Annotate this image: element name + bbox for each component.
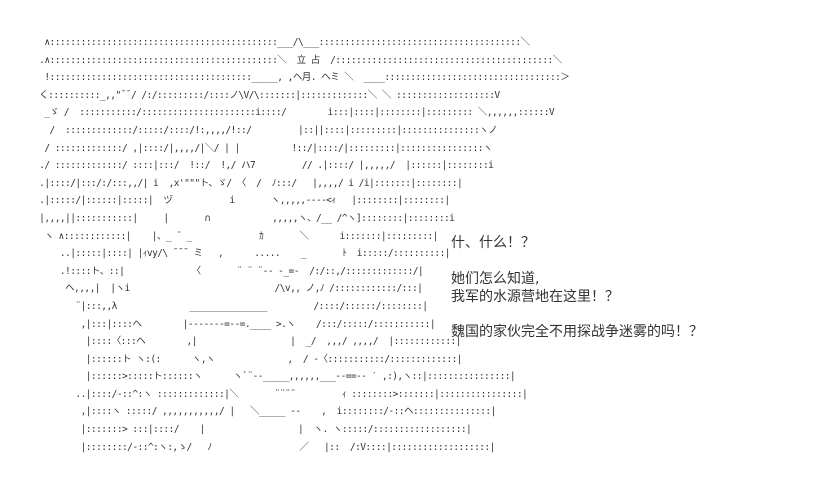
ascii-art-line: / :::::::::::::/:::::/::::/!:,,,,/!::/ |… — [34, 124, 498, 136]
ascii-art-line: ..|:::::|::::| |ｨvy/\ ¯¯¯ ミ , ..... _ ﾄ … — [34, 248, 451, 260]
ascii-art-line: ,|::::ヽ :::::/ ,,,,,,,,,,,/ | ＼_____ ‐‐ … — [34, 406, 497, 418]
ascii-art-line: .∧::::::::::::::::::::::::::::::::::::::… — [34, 54, 562, 66]
ascii-art-line: ヘ,,,,| |ヽi /\v,, ノ,ﾉ /::::::::::::/:::| — [34, 283, 423, 295]
ascii-art-line: |,,,,||:::::::::::| | ∩ ,,,,,ヽ、/__ /^ヽ]:… — [34, 212, 455, 224]
ascii-art-line: !:::::::::::::::::::::::::::::::::::::::… — [34, 72, 570, 84]
ascii-art-line: ヽ ∧::::::::::::| |、_ ¨ _ ｶ ＼ i:::::::|::… — [34, 230, 438, 242]
ascii-art-line: ,|:::|::::ヘ |‐‐‐‐‐‐‐=‐‐=.____ >.ヽ /:::/:… — [34, 318, 436, 330]
ascii-art-line: ¨|:::,,λ _______________ /::::/::::::/::… — [34, 300, 428, 312]
dialogue-line: 魏国的家伙完全不用探战争迷雾的吗！？ — [451, 324, 703, 340]
ascii-art-line: |::::::ト ヽ:(: ヽ,ヽ , / ‐〈:::::::::::/::::… — [34, 353, 463, 365]
ascii-art-line: _ゞ / :::::::::::/::::::::::::::::::::::i… — [34, 107, 555, 119]
dialogue-line: 她们怎么知道, — [451, 271, 540, 287]
ascii-art-line: ∧:::::::::::::::::::::::::::::::::::::::… — [34, 37, 530, 48]
ascii-art-line: .|:::::/|::::::|:::::| ヅ i ヽ,,,,,---‐<ｨ … — [34, 195, 450, 207]
dialogue-line: 什、什么！？ — [451, 235, 535, 251]
ascii-art-line: |:::::::> :::|::::/ | | ヽ. ヽ:::::/::::::… — [34, 424, 472, 436]
ascii-art-line: ./ :::::::::::::/ ::::|:::/ !::/ !,/ ハ7 … — [34, 160, 494, 172]
ascii-art-line: |::::::>:::::ト::::::ヽ ヽ`¨‐‐_____,,,,,,__… — [34, 371, 516, 383]
ascii-art-line: .|::::/|:::/:/:::,,/| i ,x'"""ト、ゞ/ 〈 / ﾉ… — [34, 177, 463, 189]
ascii-art-line: |::::〈:::ヘ ,| | _/ ,,,/ ,,,,/ |:::::::::… — [34, 336, 462, 348]
ascii-art-line: / :::::::::::::/ ,|::::/|,,,,/|＼/ | | !:… — [34, 142, 492, 154]
ascii-art-line: く::::::::::_,,"¯¯/ /:/:::::::::/::::ノ\V/… — [34, 89, 500, 101]
ascii-art-line: .!::::ト、::| 〈 ¨ ¨ ¨‐‐ -_=- /:/::,/::::::… — [34, 265, 424, 277]
ascii-art-line: |::::::::/‐::^:ヽ:,ゝ/ ﾉ ／ |:: /:V::::|:::… — [34, 441, 496, 453]
dialogue-line: 我军的水源营地在这里！？ — [451, 289, 619, 305]
ascii-art-line: ..|::::/‐::^:ヽ :::::::::::::|＼ ¨¨¨¨ ｨ ::… — [34, 388, 528, 400]
ascii-art: ∧:::::::::::::::::::::::::::::::::::::::… — [34, 34, 570, 456]
